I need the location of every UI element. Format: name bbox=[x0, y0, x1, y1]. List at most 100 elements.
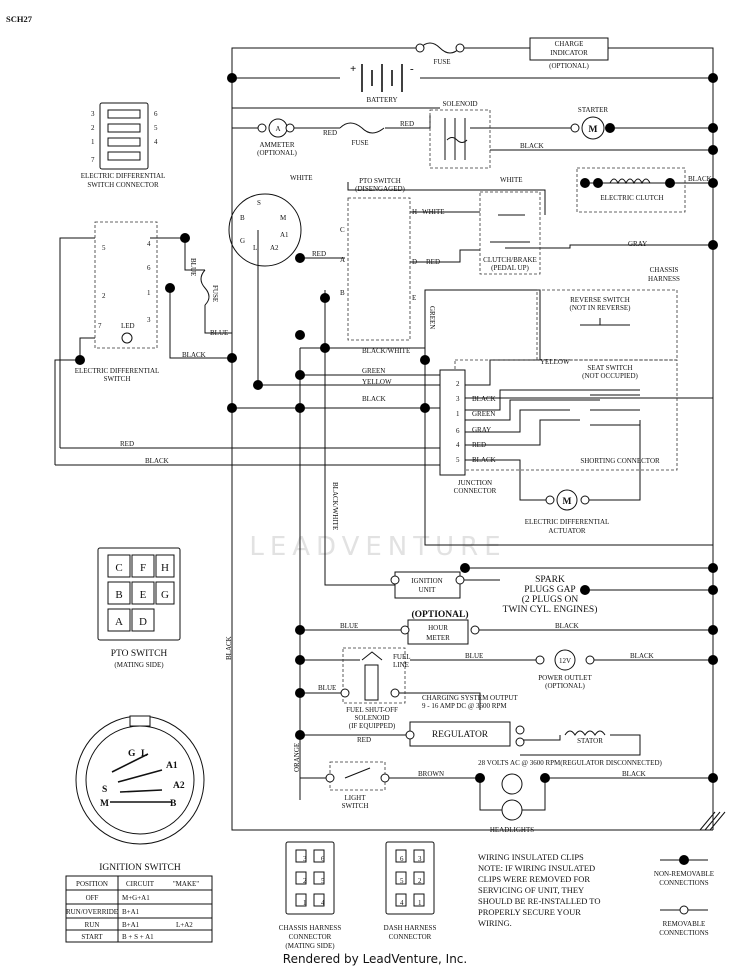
svg-text:YELLOW: YELLOW bbox=[362, 378, 392, 386]
svg-text:BLUE: BLUE bbox=[318, 684, 336, 692]
svg-text:PTO SWITCH: PTO SWITCH bbox=[111, 649, 168, 659]
svg-text:12V: 12V bbox=[559, 657, 571, 665]
svg-text:GRAY: GRAY bbox=[472, 426, 491, 434]
wire-labels: RED RED BLACK WHITE WHITE BLACK WHITE GR… bbox=[120, 120, 712, 778]
svg-text:(IF EQUIPPED): (IF EQUIPPED) bbox=[349, 722, 396, 730]
svg-text:CHARGING SYSTEM OUTPUT: CHARGING SYSTEM OUTPUT bbox=[422, 694, 518, 702]
svg-text:C: C bbox=[115, 562, 122, 574]
svg-text:7: 7 bbox=[91, 156, 95, 164]
svg-text:SEAT SWITCH: SEAT SWITCH bbox=[587, 364, 632, 372]
non-removable-connections bbox=[75, 73, 718, 783]
svg-text:CHASSIS: CHASSIS bbox=[650, 266, 679, 274]
svg-text:4: 4 bbox=[321, 899, 325, 907]
svg-text:SWITCH CONNECTOR: SWITCH CONNECTOR bbox=[87, 181, 159, 189]
svg-text:STARTER: STARTER bbox=[578, 106, 608, 114]
svg-text:A1: A1 bbox=[166, 761, 178, 771]
svg-text:GREEN: GREEN bbox=[472, 410, 495, 418]
svg-text:S: S bbox=[257, 199, 261, 207]
svg-text:3: 3 bbox=[456, 395, 460, 403]
svg-text:RED: RED bbox=[120, 440, 134, 448]
watermark: LEADVENTURE bbox=[249, 532, 506, 562]
junction-connector: 2 3 1 6 4 5 JUNCTION CONNECTOR bbox=[439, 369, 497, 495]
svg-text:3: 3 bbox=[418, 855, 422, 863]
svg-text:FUSE: FUSE bbox=[433, 58, 450, 66]
main-wires bbox=[54, 47, 714, 831]
svg-text:(MATING SIDE): (MATING SIDE) bbox=[285, 942, 335, 950]
svg-text:RED: RED bbox=[400, 120, 414, 128]
headlights: HEADLIGHTS bbox=[490, 773, 534, 834]
svg-text:B: B bbox=[240, 214, 245, 222]
seat-switch: SEAT SWITCH (NOT OCCUPIED) SHORTING CONN… bbox=[454, 359, 678, 471]
svg-text:CLUTCH/BRAKE: CLUTCH/BRAKE bbox=[483, 256, 537, 264]
svg-text:RUN/OVERRIDE: RUN/OVERRIDE bbox=[66, 908, 118, 916]
svg-text:1: 1 bbox=[456, 410, 460, 418]
svg-text:JUNCTION: JUNCTION bbox=[458, 479, 492, 487]
svg-text:6: 6 bbox=[456, 427, 460, 435]
connection-legend: NON-REMOVABLE CONNECTIONS REMOVABLE CONN… bbox=[654, 855, 714, 937]
svg-text:RED: RED bbox=[426, 258, 440, 266]
svg-text:HARNESS: HARNESS bbox=[648, 275, 680, 283]
svg-text:2: 2 bbox=[456, 380, 460, 388]
svg-text:REGULATOR: REGULATOR bbox=[432, 730, 489, 740]
svg-text:5: 5 bbox=[154, 124, 158, 132]
svg-text:A2: A2 bbox=[270, 244, 279, 252]
svg-text:WHITE: WHITE bbox=[290, 174, 313, 182]
svg-text:WIRING INSULATED CLIPS: WIRING INSULATED CLIPS bbox=[478, 852, 584, 862]
svg-text:CONNECTOR: CONNECTOR bbox=[289, 933, 332, 941]
svg-text:L+A2: L+A2 bbox=[176, 921, 193, 929]
svg-text:NOTE: IF WIRING INSULATED: NOTE: IF WIRING INSULATED bbox=[478, 863, 595, 873]
ground-symbol bbox=[699, 811, 726, 831]
svg-text:FUEL SHUT-OFF: FUEL SHUT-OFF bbox=[346, 706, 398, 714]
svg-text:BLUE: BLUE bbox=[465, 652, 483, 660]
svg-text:CLIPS WERE REMOVED FOR: CLIPS WERE REMOVED FOR bbox=[478, 874, 590, 884]
svg-text:B+A1: B+A1 bbox=[122, 908, 140, 916]
svg-text:METER: METER bbox=[426, 634, 450, 642]
spark-plugs: SPARK PLUGS GAP (2 PLUGS ON TWIN CYL. EN… bbox=[503, 575, 598, 615]
svg-text:(OPTIONAL): (OPTIONAL) bbox=[549, 62, 589, 70]
svg-text:(MATING SIDE): (MATING SIDE) bbox=[114, 661, 164, 669]
svg-text:D: D bbox=[412, 258, 417, 266]
svg-text:NON-REMOVABLE: NON-REMOVABLE bbox=[654, 870, 714, 878]
svg-text:H: H bbox=[412, 208, 417, 216]
svg-text:SPARK: SPARK bbox=[535, 575, 565, 585]
stator: STATOR 28 VOLTS AC @ 3600 RPM(REGULATOR … bbox=[478, 730, 663, 767]
svg-text:PROPERLY SECURE YOUR: PROPERLY SECURE YOUR bbox=[478, 907, 581, 917]
svg-text:9 - 16 AMP DC @ 3600 RPM: 9 - 16 AMP DC @ 3600 RPM bbox=[422, 702, 507, 710]
svg-text:D: D bbox=[139, 616, 147, 628]
svg-text:BLACK: BLACK bbox=[472, 456, 496, 464]
svg-text:B: B bbox=[115, 589, 122, 601]
pto-switch: PTO SWITCH (DISENGAGED) C H A D B E bbox=[340, 177, 417, 341]
svg-text:A: A bbox=[275, 125, 280, 133]
svg-text:BLACK: BLACK bbox=[145, 457, 169, 465]
svg-text:"MAKE": "MAKE" bbox=[173, 880, 199, 888]
svg-text:E: E bbox=[140, 589, 147, 601]
svg-text:2: 2 bbox=[303, 877, 307, 885]
hour-meter: (OPTIONAL) HOUR METER bbox=[407, 609, 469, 645]
svg-text:BLACK: BLACK bbox=[555, 622, 579, 630]
svg-text:ORANGE: ORANGE bbox=[293, 743, 301, 772]
svg-text:RUN: RUN bbox=[85, 921, 100, 929]
svg-text:HOUR: HOUR bbox=[428, 624, 448, 632]
svg-text:BLUE: BLUE bbox=[189, 258, 197, 276]
svg-text:BLUE: BLUE bbox=[340, 622, 358, 630]
svg-text:INDICATOR: INDICATOR bbox=[550, 49, 588, 57]
svg-text:SHOULD BE RE-INSTALLED TO: SHOULD BE RE-INSTALLED TO bbox=[478, 896, 601, 906]
svg-text:+: + bbox=[350, 63, 356, 75]
svg-text:G: G bbox=[161, 589, 169, 601]
svg-text:BLACK: BLACK bbox=[472, 395, 496, 403]
svg-text:A2: A2 bbox=[173, 781, 185, 791]
svg-text:YELLOW: YELLOW bbox=[540, 358, 570, 366]
svg-text:B: B bbox=[170, 799, 177, 809]
svg-text:BLACK: BLACK bbox=[182, 351, 206, 359]
svg-text:BLACK: BLACK bbox=[520, 142, 544, 150]
chassis-harness: CHASSIS HARNESS bbox=[648, 266, 680, 283]
svg-text:3: 3 bbox=[147, 316, 151, 324]
svg-text:CHASSIS HARNESS: CHASSIS HARNESS bbox=[279, 924, 342, 932]
reverse-switch: REVERSE SWITCH (NOT IN REVERSE) bbox=[536, 289, 678, 361]
svg-text:3: 3 bbox=[91, 110, 95, 118]
svg-text:F: F bbox=[140, 562, 146, 574]
svg-text:LED: LED bbox=[121, 322, 135, 330]
electric-differential-connector: 3 2 1 7 6 5 4 ELECTRIC DIFFERENTIAL SWIT… bbox=[81, 102, 165, 189]
svg-text:2: 2 bbox=[91, 124, 95, 132]
